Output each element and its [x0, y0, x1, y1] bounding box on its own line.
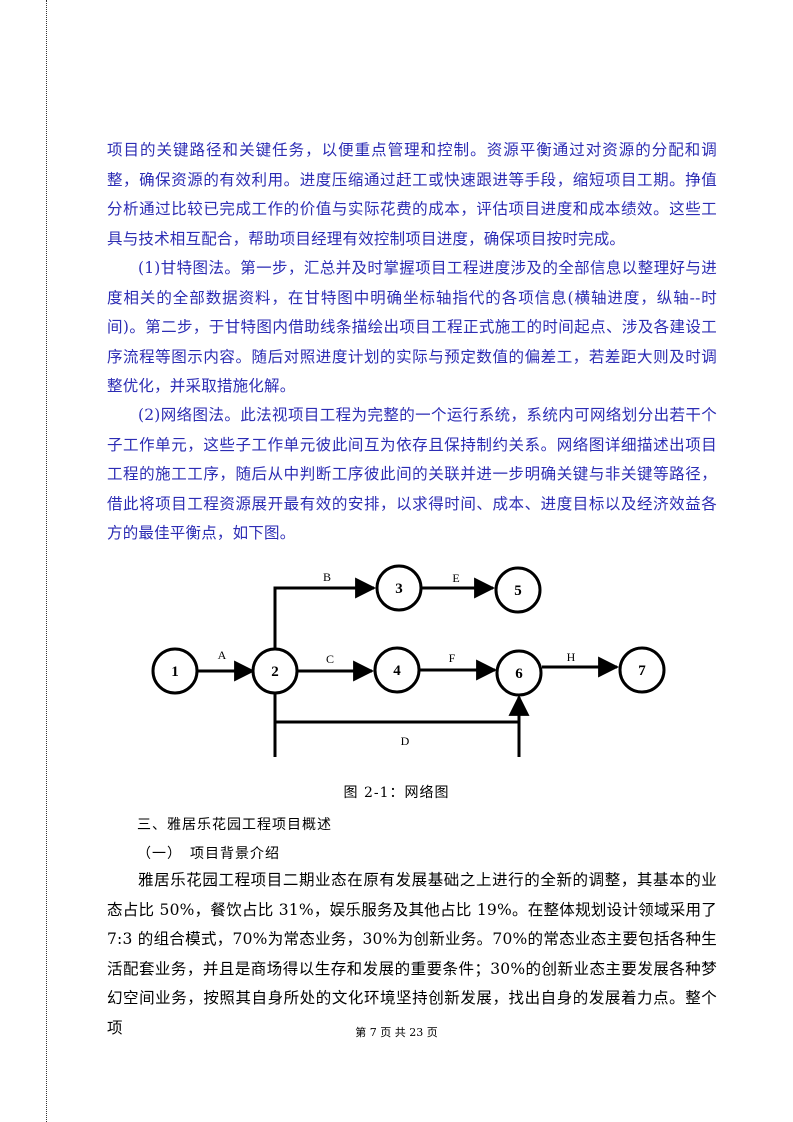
- edge-label-B: B: [323, 570, 331, 584]
- edge-label-E: E: [452, 571, 459, 585]
- edge-label-C: C: [326, 652, 334, 666]
- edge-label-A: A: [218, 648, 227, 662]
- node-3-label: 3: [395, 581, 403, 597]
- node-1-label: 1: [171, 664, 179, 680]
- node-3-circle: [375, 564, 423, 612]
- binding-margin-line: [46, 0, 47, 1122]
- node-4-circle: [373, 646, 421, 694]
- node-5-label: 5: [514, 583, 522, 599]
- node-7-label: 7: [638, 663, 646, 679]
- node-1-circle: [151, 647, 199, 695]
- paragraph-project-background: 雅居乐花园工程项目二期业态在原有发展基础之上进行的全新的调整，其基本的业态占比 …: [107, 871, 717, 1037]
- node-7-circle: [618, 646, 666, 694]
- section-heading: 三、雅居乐花园工程项目概述: [137, 817, 332, 833]
- edge-label-F: F: [449, 651, 456, 665]
- edge-D-line: [273, 694, 519, 724]
- network-diagram: A B C D E F H 1 2 3 4 5 6 7: [151, 564, 666, 757]
- subsection-heading: （一） 项目背景介绍: [137, 846, 280, 862]
- edge-label-D: D: [401, 734, 410, 748]
- node-4-label: 4: [393, 663, 401, 679]
- paragraph-tools-summary: 项目的关键路径和关键任务，以便重点管理和控制。资源平衡通过对资源的分配和调整，确…: [107, 141, 717, 248]
- paragraph-gantt-method: (1)甘特图法。第一步，汇总并及时掌握项目工程进度涉及的全部信息以整理好与进度相…: [107, 259, 717, 395]
- edge-B-line: [273, 577, 377, 648]
- node-6-circle: [495, 649, 543, 697]
- node-2-label: 2: [271, 664, 279, 680]
- page-footer: 第 7 页 共 23 页: [355, 1026, 438, 1039]
- node-2-circle: [251, 647, 299, 695]
- node-6-label: 6: [515, 666, 523, 682]
- edge-label-H: H: [567, 650, 576, 664]
- figure-caption: 图 2-1：网络图: [343, 785, 450, 801]
- paragraph-network-method: (2)网络图法。此法视项目工程为完整的一个运行系统，系统内可网络划分出若干个子工…: [107, 406, 717, 542]
- node-5-circle: [494, 566, 542, 614]
